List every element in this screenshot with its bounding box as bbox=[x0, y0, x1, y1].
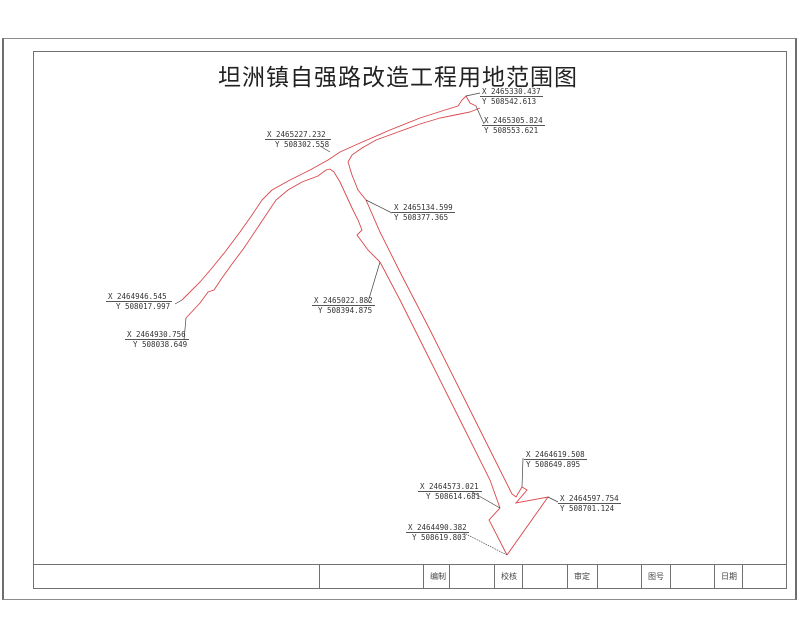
title-block-label-checked: 校核 bbox=[494, 565, 522, 588]
coordinate-label: X 2465134.599 Y 508377.365 bbox=[392, 203, 455, 222]
coordinate-label: X 2465305.824 Y 508553.621 bbox=[482, 116, 545, 135]
drawing-title: 坦洲镇自强路改造工程用地范围图 bbox=[218, 65, 578, 91]
leader-lines bbox=[174, 92, 559, 556]
title-block-cell-blank bbox=[319, 565, 423, 588]
coordinate-label: X 2465227.232 Y 508302.558 bbox=[265, 130, 332, 149]
title-block-label-date: 日期 bbox=[714, 565, 742, 588]
inner-frame bbox=[33, 51, 787, 589]
boundary-line-north bbox=[181, 95, 477, 301]
title-block: 编制 校核 审定 图号 日期 bbox=[33, 564, 787, 589]
title-block-value-date bbox=[742, 565, 787, 588]
coordinate-label: X 2464490.382 Y 508619.803 bbox=[406, 523, 469, 542]
coordinate-label: X 2464930.756 Y 508038.649 bbox=[125, 330, 190, 349]
title-block-label-drawing-no: 图号 bbox=[641, 565, 670, 588]
coordinate-label: X 2465022.882 Y 508394.875 bbox=[312, 296, 375, 315]
title-block-label-compiled: 编制 bbox=[423, 565, 449, 588]
coordinate-label: X 2464619.508 Y 508649.895 bbox=[524, 450, 587, 469]
title-block-label-approved: 审定 bbox=[567, 565, 597, 588]
outer-frame bbox=[2, 38, 797, 600]
boundary-line-south-east bbox=[347, 161, 550, 556]
boundary-line-northeast-lower bbox=[347, 107, 481, 163]
coordinate-label: X 2465330.437 Y 508542.613 bbox=[480, 87, 543, 106]
coordinate-label: X 2464573.021 Y 508614.681 bbox=[418, 482, 483, 501]
boundary-line-south-west bbox=[329, 168, 508, 556]
coordinate-label: X 2464946.545 Y 508017.997 bbox=[106, 292, 173, 311]
boundary-line-west-lower bbox=[185, 168, 331, 319]
coordinate-label: X 2464597.754 Y 508701.124 bbox=[558, 494, 621, 513]
title-block-value-checked bbox=[522, 565, 567, 588]
title-block-value-compiled bbox=[449, 565, 494, 588]
title-block-value-approved bbox=[597, 565, 641, 588]
title-block-value-drawing-no bbox=[670, 565, 714, 588]
